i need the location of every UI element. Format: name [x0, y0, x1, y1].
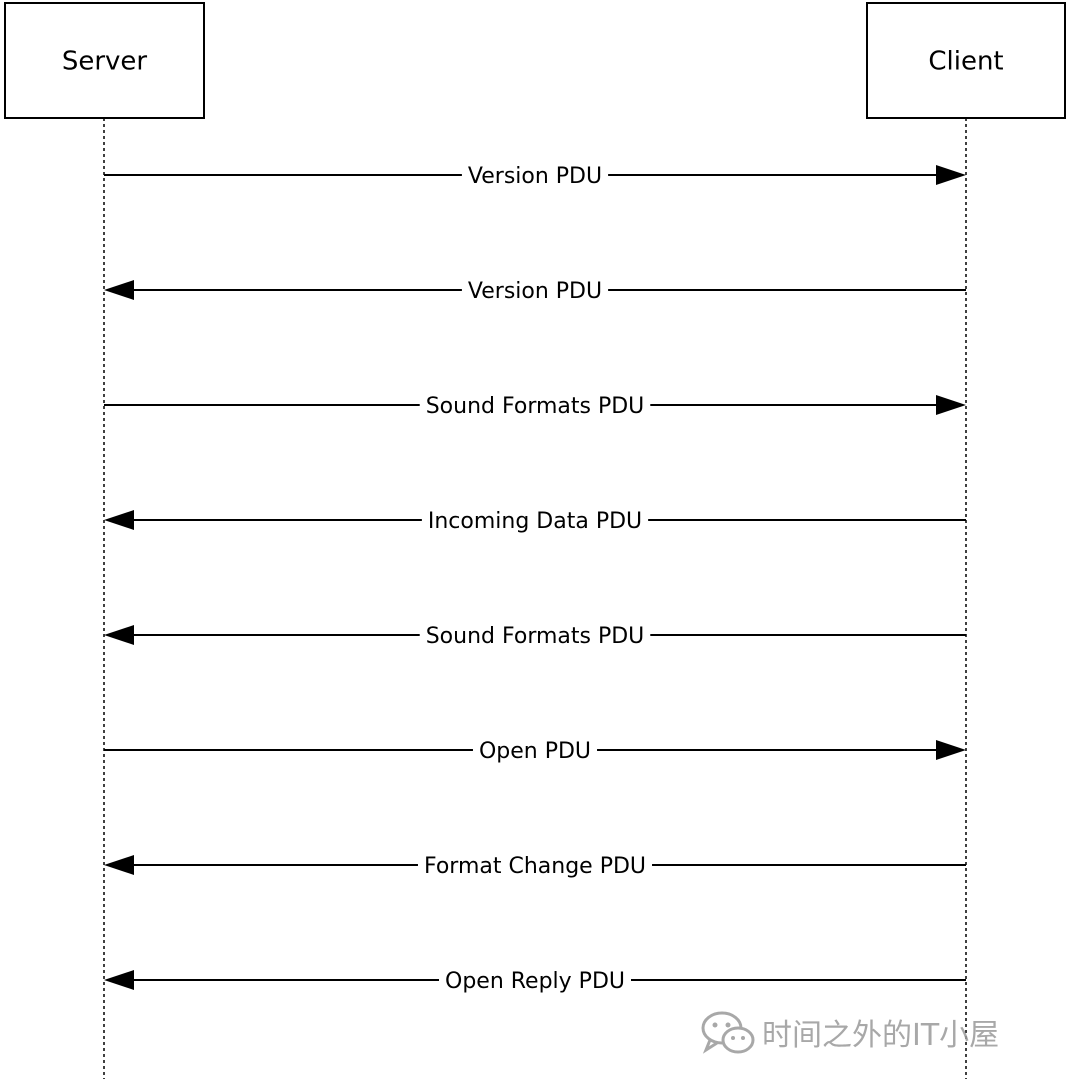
message-label: Version PDU: [468, 279, 602, 304]
message-label: Version PDU: [468, 164, 602, 189]
arrowhead-icon: [104, 970, 134, 990]
client-participant-box: [866, 2, 1066, 119]
message-3: Sound Formats PDU: [104, 394, 966, 419]
arrowhead-icon: [104, 625, 134, 645]
message-label-background: [419, 401, 651, 409]
client-participant-label: Client: [928, 47, 1003, 77]
arrowhead-icon: [104, 280, 134, 300]
message-8: Open Reply PDU: [104, 969, 966, 994]
server-participant-box: [4, 2, 205, 119]
arrowhead-icon: [936, 740, 966, 760]
server-participant-label: Server: [62, 47, 148, 77]
message-label-background: [419, 631, 651, 639]
message-label: Sound Formats PDU: [426, 624, 645, 649]
message-label: Sound Formats PDU: [426, 394, 645, 419]
message-label-background: [461, 171, 609, 179]
message-4: Incoming Data PDU: [104, 509, 966, 534]
arrowhead-icon: [936, 165, 966, 185]
message-label: Format Change PDU: [424, 854, 646, 879]
message-label-background: [417, 861, 653, 869]
arrowhead-icon: [104, 510, 134, 530]
watermark-text: 时间之外的IT小屋: [762, 1018, 1000, 1053]
watermark: 时间之外的IT小屋: [700, 1008, 999, 1056]
message-7: Format Change PDU: [104, 854, 966, 879]
message-label-background: [472, 746, 598, 754]
message-label-background: [439, 976, 631, 984]
message-label: Incoming Data PDU: [428, 509, 642, 534]
wechat-icon: [701, 1011, 755, 1054]
message-label-background: [461, 286, 609, 294]
arrowhead-icon: [936, 395, 966, 415]
message-1: Version PDU: [104, 164, 966, 189]
message-6: Open PDU: [104, 739, 966, 764]
message-5: Sound Formats PDU: [104, 624, 966, 649]
message-label: Open PDU: [479, 739, 591, 764]
lifelines-layer: [103, 118, 967, 1079]
messages-layer: Version PDU Version PDU Sound Formats PDU I…: [104, 164, 966, 994]
message-2: Version PDU: [104, 279, 966, 304]
participants-layer: Server Client: [4, 2, 1066, 119]
arrowhead-icon: [104, 855, 134, 875]
message-label-background: [421, 516, 649, 524]
message-label: Open Reply PDU: [445, 969, 625, 994]
